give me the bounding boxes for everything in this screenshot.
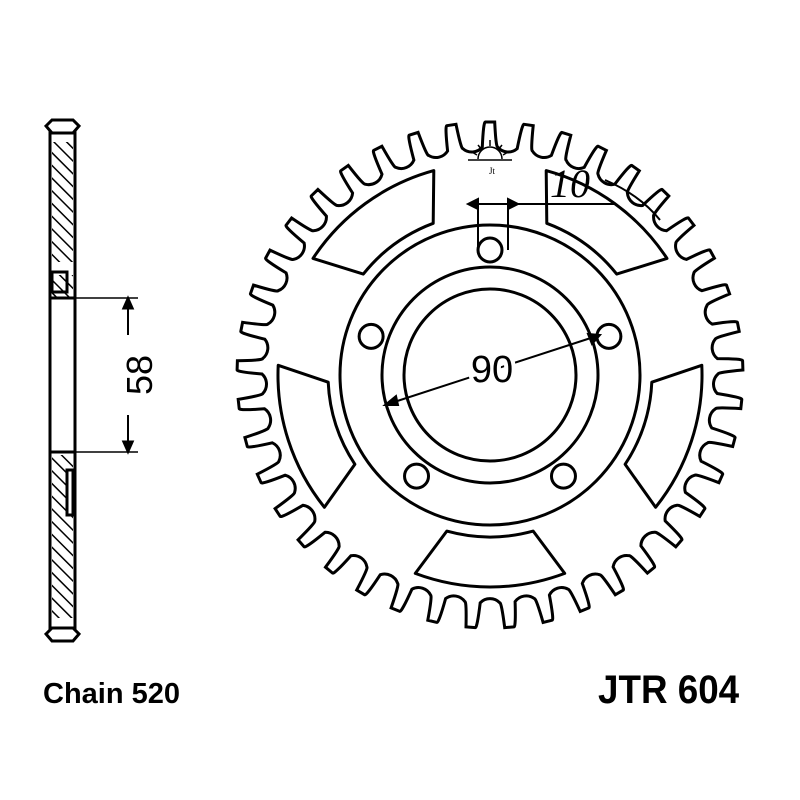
jt-logo bbox=[468, 140, 512, 161]
side-profile bbox=[43, 118, 138, 643]
sprocket-teeth bbox=[235, 120, 745, 630]
lightening-window bbox=[276, 363, 357, 509]
bolt-hole-dimension: 10 bbox=[550, 161, 590, 206]
bolt-hole bbox=[357, 322, 385, 350]
bolt-hole-dimension-line bbox=[465, 179, 661, 250]
lightening-window bbox=[311, 169, 436, 276]
pcd-dimension-line bbox=[382, 332, 603, 406]
hub-ring-circle bbox=[380, 265, 600, 485]
bolt-hole bbox=[549, 462, 577, 490]
hatch-top bbox=[52, 142, 73, 262]
lightening-window bbox=[413, 529, 567, 589]
pcd-dimension: 90 bbox=[471, 349, 513, 391]
bore-dimension: 58 bbox=[119, 355, 160, 395]
bolt-hole bbox=[403, 462, 431, 490]
part-number-label: JTR 604 bbox=[598, 668, 740, 712]
lightening-window bbox=[544, 169, 669, 276]
chain-size-label: Chain 520 bbox=[43, 678, 180, 710]
sprocket-face bbox=[235, 120, 745, 630]
hub-outer-circle bbox=[338, 223, 642, 527]
bolt-hole bbox=[595, 322, 623, 350]
center-bore-circle bbox=[402, 287, 578, 463]
jt-logo-text: Jt bbox=[489, 166, 496, 176]
lightening-window bbox=[623, 363, 704, 509]
bolt-hole bbox=[476, 236, 504, 264]
